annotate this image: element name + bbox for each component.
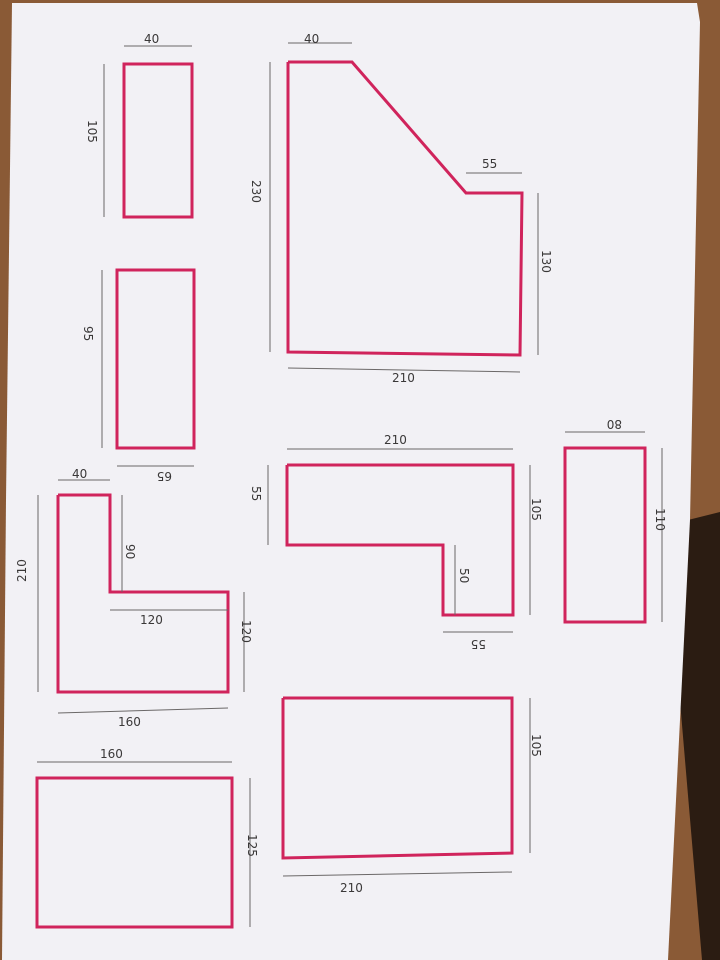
right-height-label: 130 <box>539 250 553 273</box>
dimension-line <box>282 871 513 877</box>
part-outline <box>35 776 234 929</box>
part-outline <box>563 446 647 624</box>
dimension-line <box>57 707 229 714</box>
paper-sheet <box>2 3 700 960</box>
step-label: 55 <box>482 157 497 171</box>
left-height-label: 230 <box>249 180 263 203</box>
part-outline <box>56 493 230 694</box>
part-chamfered-panel: 40 55 230 130 210 <box>249 32 553 385</box>
part-l-shaped-panel: 40 90 120 120 210 160 <box>15 467 253 729</box>
width-label: 210 <box>340 881 363 895</box>
left-height-label: 210 <box>15 559 29 582</box>
width-label: 160 <box>118 715 141 729</box>
dimension-line <box>287 367 521 373</box>
part-outline <box>286 60 524 357</box>
part-tall-rectangle: 95 65 <box>81 268 196 483</box>
height-label: 125 <box>245 834 259 857</box>
part-narrow-rectangle: 80 110 <box>563 417 667 624</box>
part-outline <box>115 268 196 450</box>
width-label: 210 <box>392 371 415 385</box>
part-bottom-left-rectangle: 160 125 <box>35 747 259 929</box>
part-offset-panel: 210 55 105 50 55 <box>249 433 543 651</box>
part-outline <box>281 696 514 860</box>
height-label: 95 <box>81 326 95 341</box>
notch-height-label: 50 <box>457 568 471 583</box>
part-small-rectangle: 40 105 <box>85 32 194 219</box>
width-label: 65 <box>157 469 172 483</box>
width-label: 80 <box>607 417 622 431</box>
height-label: 110 <box>653 508 667 531</box>
part-bottom-right-rectangle: 105 210 <box>281 696 543 895</box>
part-outline <box>122 62 194 219</box>
top-label: 40 <box>304 32 319 46</box>
top-label: 40 <box>72 467 87 481</box>
part-outline <box>285 463 515 617</box>
foot-width-label: 55 <box>471 637 486 651</box>
notch-depth-label: 90 <box>123 544 137 559</box>
step-width-label: 120 <box>140 613 163 627</box>
height-label: 105 <box>85 120 99 143</box>
top-width-label: 210 <box>384 433 407 447</box>
right-height-label: 105 <box>529 498 543 521</box>
width-label: 40 <box>144 32 159 46</box>
left-height-label: 55 <box>249 486 263 501</box>
width-label: 160 <box>100 747 123 761</box>
right-height-label: 120 <box>239 620 253 643</box>
height-label: 105 <box>529 734 543 757</box>
